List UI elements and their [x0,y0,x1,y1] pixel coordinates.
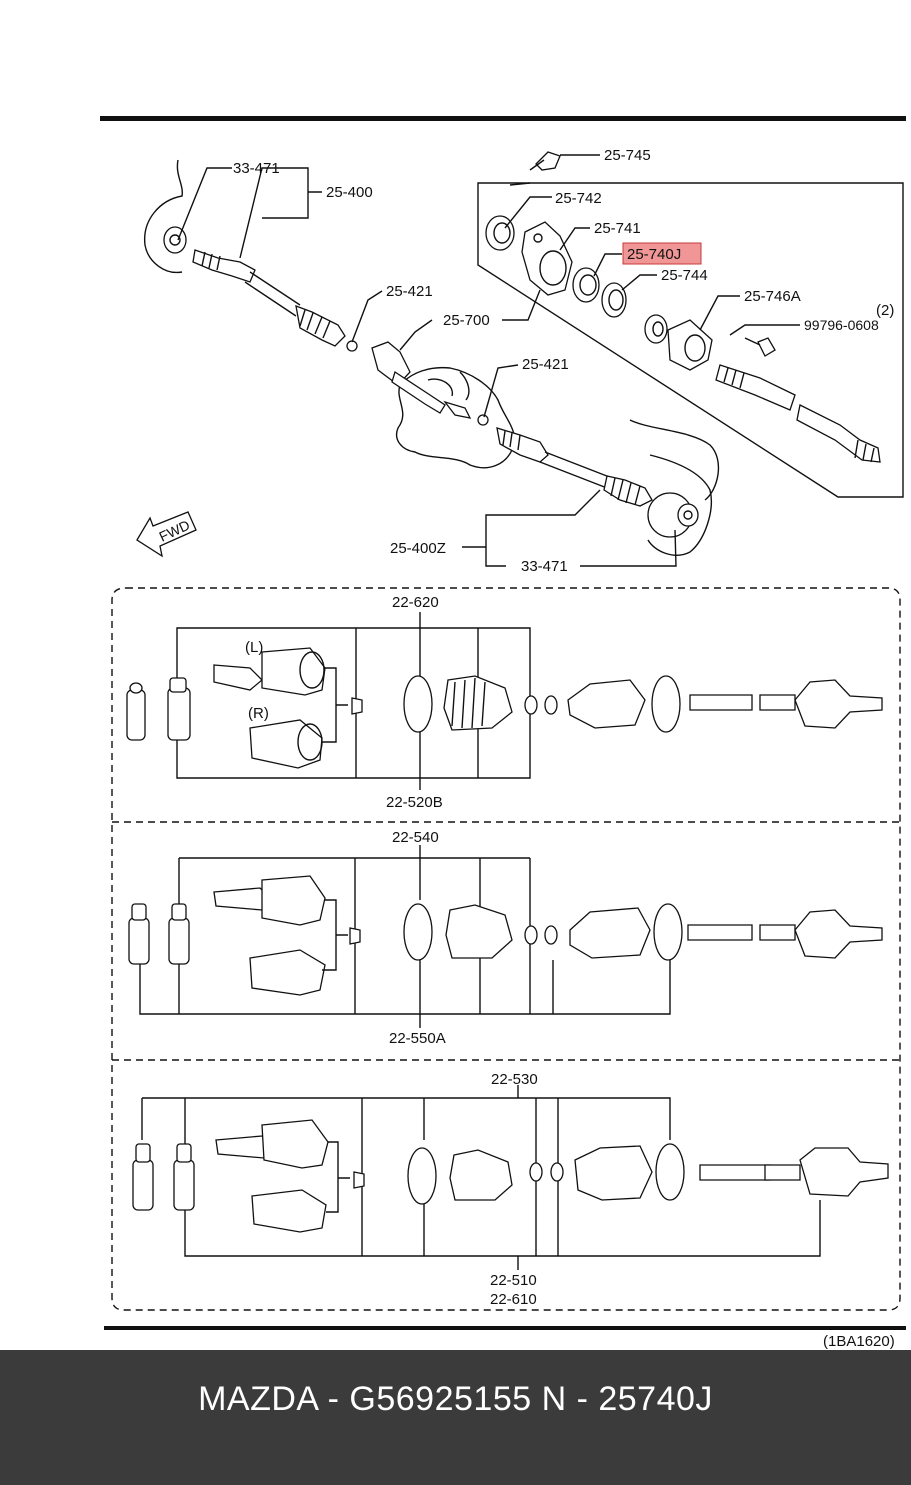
fwd-arrow [136,511,197,558]
label-22-610: 22-610 [490,1291,537,1308]
label-25-741: 25-741 [594,220,641,237]
left-driveshaft [192,249,358,352]
label-right-side: (R) [248,705,269,722]
bottom-rule [104,1326,906,1330]
subassembly-parts [485,151,881,463]
label-22-620: 22-620 [392,594,439,611]
label-25-421-upper: 25-421 [386,283,433,300]
label-25-400z: 25-400Z [390,540,446,557]
label-25-400: 25-400 [326,184,373,201]
label-quantity-2: (2) [876,302,894,319]
kit-frame [111,587,901,1311]
label-22-530: 22-530 [491,1071,538,1088]
part-number-footer: MAZDA - G56925155 N - 25740J [0,1350,911,1485]
label-22-550a: 22-550A [389,1030,446,1047]
label-33-471-left: 33-471 [233,160,280,177]
right-driveshaft [496,427,653,507]
kit-22-620 [126,612,883,790]
label-25-744: 25-744 [661,267,708,284]
label-25-746a: 25-746A [744,288,801,305]
label-left-side: (L) [245,639,263,656]
label-25-742: 25-742 [555,190,602,207]
figure-code: (1BA1620) [823,1333,895,1350]
subassembly-frame [477,182,904,498]
label-22-520b: 22-520B [386,794,443,811]
differential [371,319,515,469]
label-33-471-right: 33-471 [521,558,568,575]
leader-lines-upper [177,154,800,567]
kit-22-540 [128,845,883,1028]
kit-22-530 [132,1085,889,1270]
label-25-421-lower: 25-421 [522,356,569,373]
label-25-700: 25-700 [443,312,490,329]
parts-diagram: 33-471 25-400 25-745 25-742 25-741 25-74… [100,116,906,1350]
label-25-740j: 25-740J [627,246,681,263]
right-hub [629,419,720,556]
part-number-text: MAZDA - G56925155 N - 25740J [198,1380,713,1418]
label-99796-0608: 99796-0608 [804,317,879,333]
label-25-745: 25-745 [604,147,651,164]
label-22-540: 22-540 [392,829,439,846]
top-rule [100,116,906,121]
highlight-box [623,243,701,264]
fwd-label: FWD [157,517,193,545]
left-hub [144,159,187,274]
label-22-510: 22-510 [490,1272,537,1289]
